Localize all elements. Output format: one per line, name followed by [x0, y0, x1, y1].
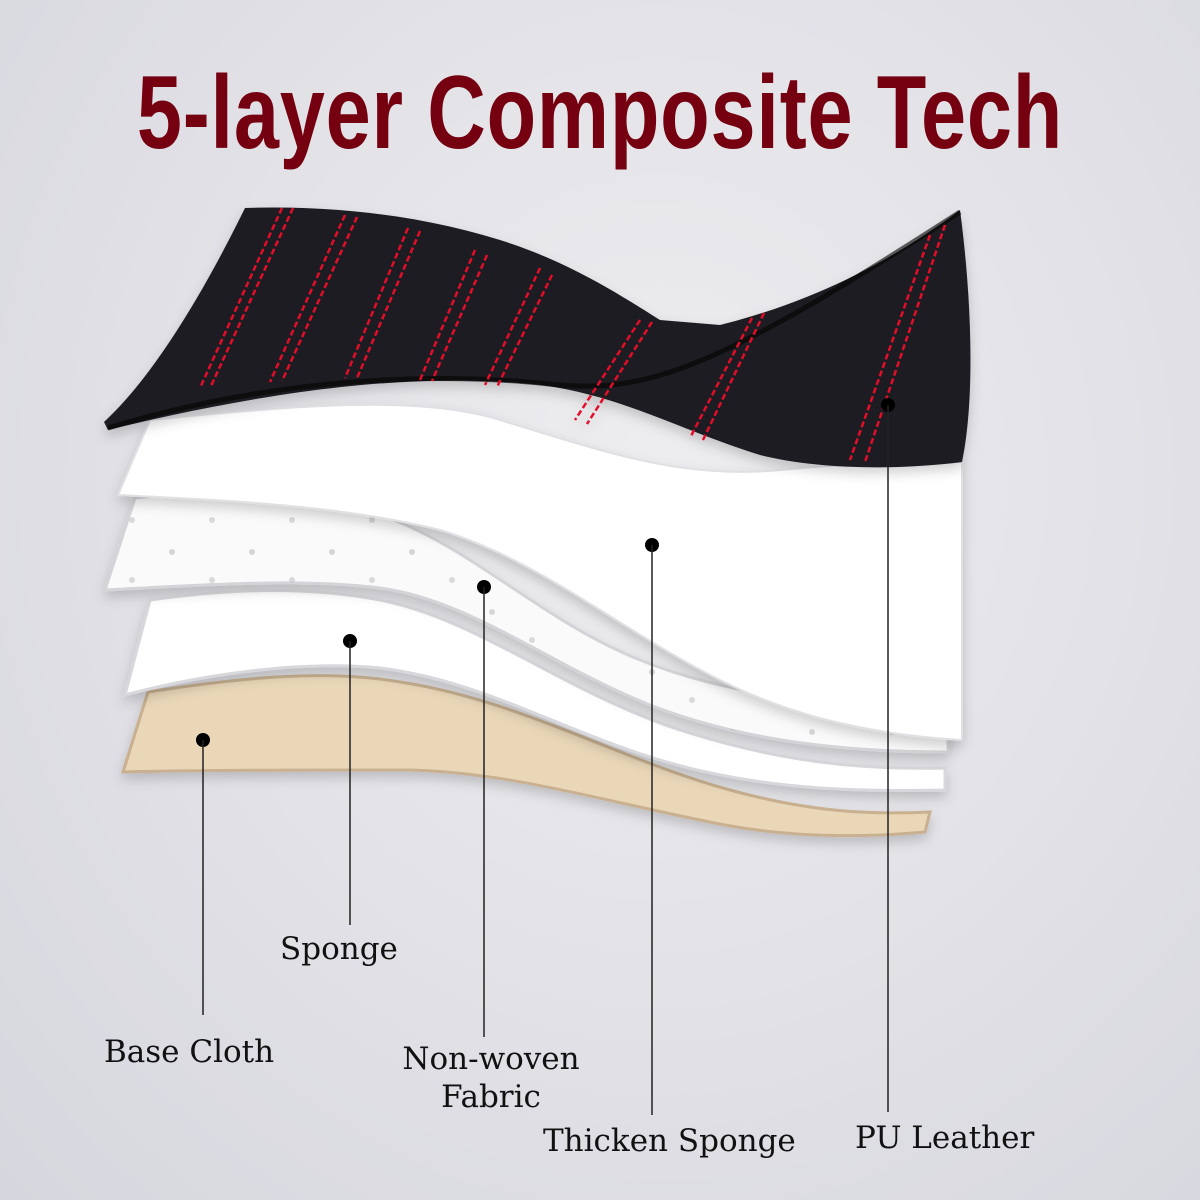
stitching	[198, 207, 947, 463]
pu-leather-layer	[104, 207, 971, 468]
callout-sponge	[343, 634, 357, 925]
label-thicken-sponge: Thicken Sponge	[543, 1123, 796, 1159]
thicken-sponge-layer	[116, 403, 963, 742]
callout-non-woven-fabric	[477, 580, 491, 1037]
label-non-woven-line2: Fabric	[441, 1079, 541, 1115]
label-base-cloth: Base Cloth	[104, 1034, 275, 1070]
label-pu-leather: PU Leather	[855, 1120, 1035, 1156]
callout-pu-leather	[881, 398, 895, 1112]
page-title: 5-layer Composite Tech	[136, 55, 1064, 171]
callout-base-cloth	[196, 733, 210, 1015]
callout-thicken-sponge	[645, 538, 659, 1115]
base-cloth-layer	[120, 674, 932, 838]
label-non-woven-fabric: Non-woven Fabric	[398, 1040, 584, 1116]
label-non-woven-line1: Non-woven	[402, 1041, 580, 1077]
sponge-layer	[122, 589, 947, 793]
label-sponge: Sponge	[280, 931, 398, 967]
